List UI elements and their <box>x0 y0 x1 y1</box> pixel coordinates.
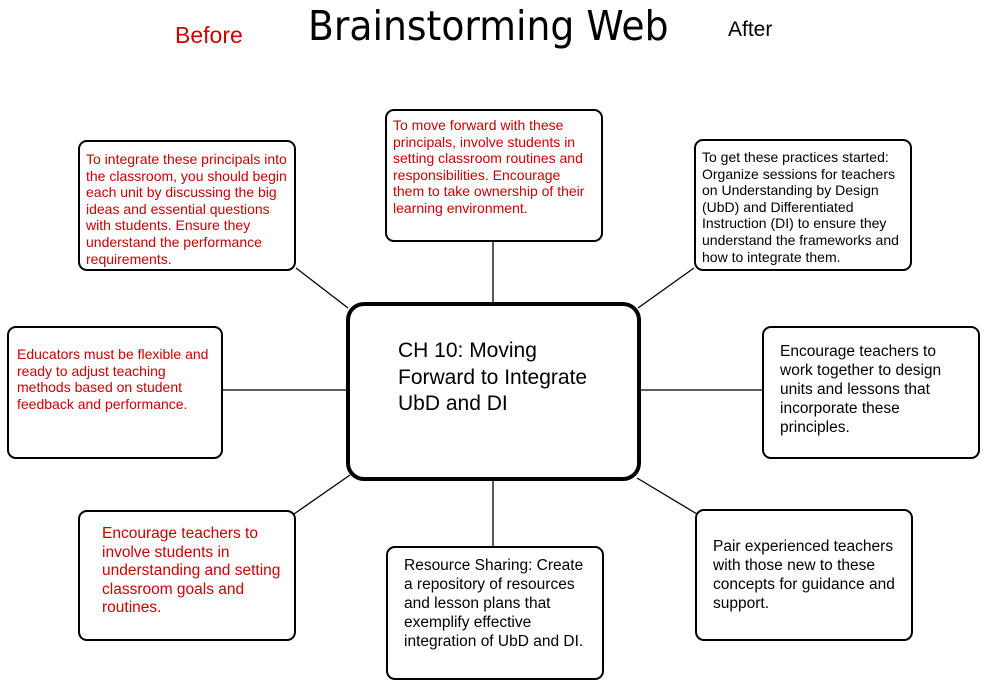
connector-top-right <box>637 267 695 309</box>
node-top-center-text: To move forward with these principals, i… <box>393 117 585 216</box>
node-top-right-text: To get these practices started: Organize… <box>702 149 899 265</box>
node-bottom-right: Pair experienced teachers with those new… <box>695 509 913 641</box>
node-top-center: To move forward with these principals, i… <box>385 109 603 242</box>
central-topic-text: CH 10: Moving Forward to Integrate UbD a… <box>398 339 588 415</box>
node-middle-left: Educators must be flexible and ready to … <box>7 326 223 459</box>
node-bottom-left-text: Encourage teachers to involve students i… <box>102 525 281 616</box>
node-middle-left-text: Educators must be flexible and ready to … <box>17 346 209 412</box>
connector-top-left <box>295 267 349 309</box>
node-top-right: To get these practices started: Organize… <box>694 139 912 271</box>
node-top-left: To integrate these principals into the c… <box>78 140 296 271</box>
node-middle-right-text: Encourage teachers to work together to d… <box>780 343 942 436</box>
before-label: Before <box>175 22 243 48</box>
connector-bottom-left <box>293 474 351 515</box>
node-middle-right: Encourage teachers to work together to d… <box>762 326 980 459</box>
connector-bottom-right <box>636 477 698 515</box>
node-bottom-center-text: Resource Sharing: Create a repository of… <box>404 557 584 650</box>
node-bottom-left: Encourage teachers to involve students i… <box>78 510 296 641</box>
node-top-left-text: To integrate these principals into the c… <box>86 151 287 267</box>
node-bottom-right-text: Pair experienced teachers with those new… <box>713 538 895 612</box>
after-label: After <box>728 18 773 41</box>
page-title: Brainstorming Web <box>308 2 669 50</box>
node-bottom-center: Resource Sharing: Create a repository of… <box>386 546 604 680</box>
central-topic-box: CH 10: Moving Forward to Integrate UbD a… <box>346 302 641 481</box>
